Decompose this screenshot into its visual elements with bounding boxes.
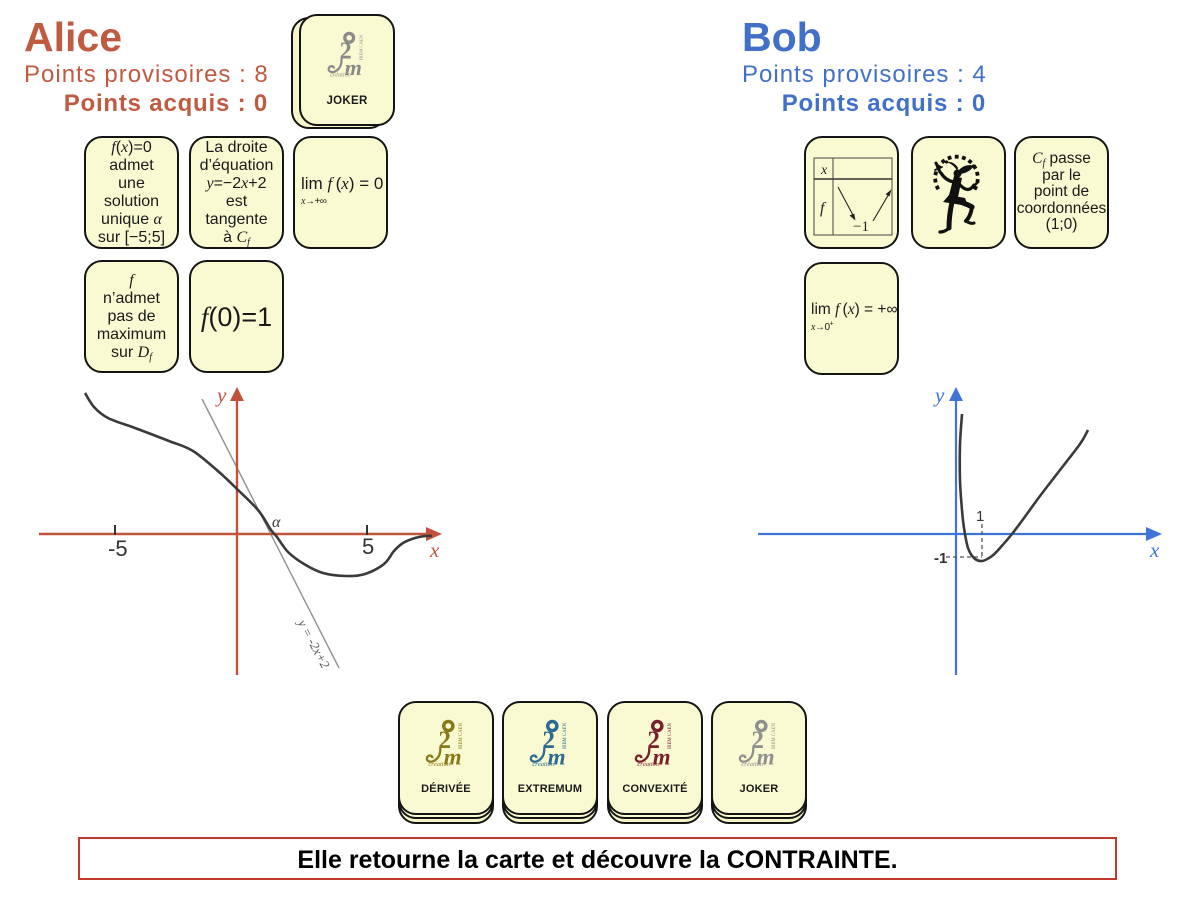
svg-text:f: f bbox=[820, 200, 827, 217]
svg-text:1: 1 bbox=[976, 508, 984, 525]
svg-text:-1: -1 bbox=[934, 550, 947, 567]
svg-text:y: y bbox=[933, 385, 945, 407]
svg-text:x: x bbox=[1149, 538, 1160, 562]
svg-text:y = -2x+2: y = -2x+2 bbox=[294, 615, 333, 671]
svg-text:−1: −1 bbox=[853, 219, 869, 235]
svg-text:α: α bbox=[272, 514, 281, 531]
svg-text:-5: -5 bbox=[108, 536, 128, 561]
svg-text:x: x bbox=[820, 163, 828, 178]
svg-text:y: y bbox=[215, 385, 227, 407]
svg-text:5: 5 bbox=[362, 534, 374, 559]
svg-text:x: x bbox=[429, 538, 440, 562]
